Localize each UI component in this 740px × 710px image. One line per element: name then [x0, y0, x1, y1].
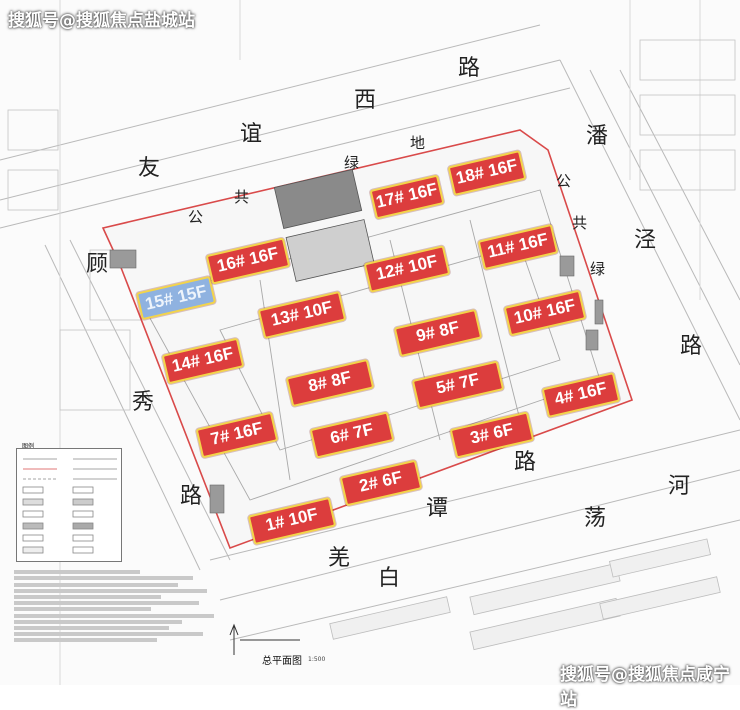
road-guxiu-3: 路	[180, 484, 203, 509]
road-baitan-6: 河	[668, 474, 691, 499]
greenbelt-4: 地	[410, 134, 426, 152]
clubhouse	[273, 169, 375, 282]
road-youyi-3: 西	[354, 88, 377, 113]
greenbelt-6: 共	[572, 214, 588, 232]
road-baitan-1: 羌	[328, 546, 351, 571]
watermark-top: 搜狐号@搜狐焦点盐城站	[8, 11, 195, 31]
greenbelt-7: 绿	[590, 260, 606, 278]
road-guxiu-2: 秀	[132, 390, 155, 415]
legend-box	[16, 448, 122, 562]
legend-symbols	[22, 458, 117, 554]
road-panjing-3: 路	[680, 334, 703, 359]
design-notes	[14, 568, 224, 644]
road-panjing-2: 泾	[634, 228, 657, 253]
road-youyi-2: 谊	[240, 122, 263, 147]
plan-title: 总平面图	[262, 656, 302, 667]
greenbelt-5: 公	[556, 172, 572, 190]
greenbelt-2: 共	[234, 188, 250, 206]
road-baitan-5: 荡	[584, 506, 607, 531]
ancillary-structures	[109, 249, 604, 514]
plan-scale: 1:500	[308, 656, 326, 663]
road-panjing-1: 潘	[586, 124, 609, 149]
southern-residential	[329, 538, 721, 651]
road-guxiu-1: 顾	[86, 252, 109, 277]
road-baitan-4: 路	[514, 450, 537, 475]
north-arrow-icon	[229, 623, 300, 655]
road-baitan-2: 白	[378, 566, 401, 591]
adjacent-plots	[7, 39, 736, 411]
road-youyi-1: 友	[138, 156, 161, 181]
road-youyi-4: 路	[458, 56, 481, 81]
road-baitan-3: 谭	[426, 496, 449, 521]
greenbelt-3: 绿	[344, 154, 360, 172]
legend-title: 图例	[22, 443, 35, 450]
greenbelt-1: 公	[188, 208, 204, 226]
watermark-bottom: 搜狐号@搜狐焦点咸宁站	[560, 665, 730, 710]
